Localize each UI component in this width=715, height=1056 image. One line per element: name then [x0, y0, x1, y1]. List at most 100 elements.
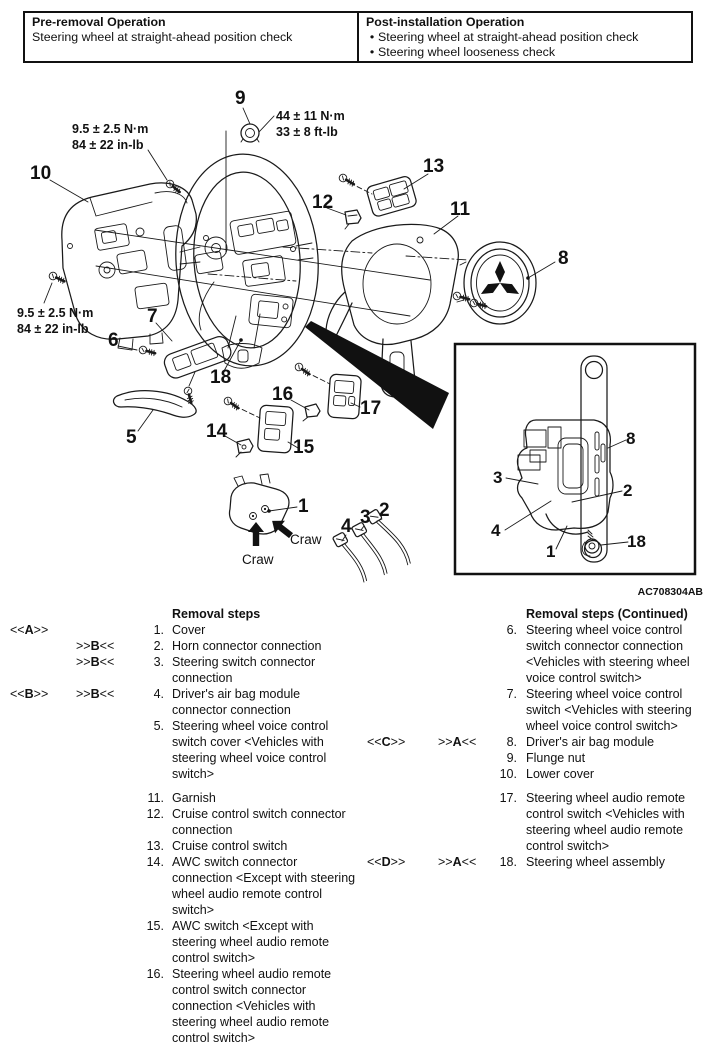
torque-label-0: 84 ± 22 in-lb	[72, 138, 144, 152]
craw-label-0: Craw	[242, 552, 274, 567]
craw-label-1: Craw	[290, 532, 322, 547]
step-item-14: 14.AWC switch connector connection <Exce…	[146, 855, 356, 917]
step-item-13: 13.Cruise control switch	[146, 839, 288, 853]
screw-icon	[46, 269, 68, 287]
inset-label-8: 8	[626, 429, 635, 448]
screws	[46, 171, 489, 413]
list-item: •Steering wheel at straight-ahead positi…	[366, 30, 684, 45]
removal-steps-right-column: Removal steps (Continued)6.Steering whee…	[365, 606, 715, 870]
cover-part	[228, 473, 294, 546]
part-label-11: 11	[450, 199, 471, 220]
part-label-14: 14	[206, 421, 228, 442]
screw-icon	[182, 385, 197, 406]
step-item-8: <<C>>>>A<<8.Driver's air bag module	[367, 735, 655, 749]
post-installation-cell: Post-installation Operation •Steering wh…	[359, 13, 691, 61]
step-item-3: >>B<<3.Steering switch connector connect…	[76, 655, 316, 685]
part-label-13: 13	[423, 156, 444, 177]
part-label-16: 16	[272, 384, 293, 405]
list-item: •Steering wheel looseness check	[366, 45, 684, 60]
step-item-15: 15.AWC switch <Except with steering whee…	[146, 919, 330, 965]
inset-label-18: 18	[627, 532, 646, 551]
voice-switch-cover	[112, 390, 197, 418]
inset-clip	[581, 538, 600, 557]
awc-connector-clip	[235, 438, 254, 458]
part-label-3: 3	[360, 507, 371, 528]
screw-icon	[292, 360, 313, 379]
part-label-18: 18	[210, 367, 231, 388]
part-label-4: 4	[341, 516, 352, 537]
axis-centerlines	[207, 130, 469, 282]
inset-label-4: 4	[491, 521, 501, 540]
figure-code: AC708304AB	[637, 586, 703, 598]
cruise-switch-connector-clip	[344, 209, 362, 230]
torque-label-1: 44 ± 11 N·m	[276, 109, 345, 123]
step-item-4: <<B>>>>B<<4.Driver's air bag module conn…	[10, 687, 301, 717]
inset-module	[516, 419, 614, 541]
part-label-7: 7	[147, 306, 158, 327]
step-item-18: <<D>>>>A<<18.Steering wheel assembly	[367, 855, 665, 869]
screw-icon	[336, 171, 358, 189]
inset-label-3: 3	[493, 468, 502, 487]
part-label-12: 12	[312, 192, 333, 213]
step-item-1: <<A>>1.Cover	[10, 623, 206, 637]
torque-label-0: 9.5 ± 2.5 N·m	[72, 122, 148, 136]
part-label-17: 17	[360, 398, 381, 419]
craw-arrow-icon	[248, 522, 264, 546]
audio-remote-switch	[305, 371, 362, 420]
step-item-5: 5.Steering wheel voice control switch co…	[153, 719, 329, 781]
steps-header: Removal steps	[172, 607, 261, 621]
leader-dots	[239, 276, 530, 513]
step-item-10: 10.Lower cover	[499, 767, 595, 781]
inset-label-1: 1	[546, 542, 555, 561]
bullet-icon: •	[369, 30, 375, 45]
step-item-12: 12.Cruise control switch connector conne…	[146, 807, 346, 837]
step-item-6: 6.Steering wheel voice control switch co…	[506, 623, 690, 685]
inset-shaft	[580, 355, 608, 563]
audio-connector-clip	[302, 403, 321, 422]
step-item-11: 11.Garnish	[147, 791, 216, 805]
removal-steps-left-column: Removal steps <<A>>1.Cover >>B<<2.Horn con…	[8, 606, 357, 1046]
torque-label-2: 9.5 ± 2.5 N·m	[17, 306, 93, 320]
step-item-7: 7.Steering wheel voice control switch <V…	[506, 687, 692, 733]
magnify-arrow	[305, 321, 449, 429]
part-label-8: 8	[558, 248, 569, 269]
part-label-9: 9	[235, 88, 246, 109]
part-label-15: 15	[293, 437, 315, 458]
part-label-10: 10	[30, 163, 51, 184]
bullet-icon: •	[369, 45, 375, 60]
operation-table: Pre-removal Operation Steering wheel at …	[23, 11, 693, 63]
part-label-1: 1	[298, 496, 309, 517]
screw-icon	[221, 394, 242, 413]
craw-arrow-icon	[272, 520, 294, 539]
part-label-2: 2	[379, 500, 390, 521]
steering-wheel	[175, 153, 319, 369]
step-item-16: 16.Steering wheel audio remote control s…	[146, 967, 332, 1045]
step-item-9: 9.Flunge nut	[506, 751, 586, 765]
post-installation-title: Post-installation Operation	[366, 15, 525, 29]
flange-nut	[240, 123, 260, 143]
step-item-2: >>B<<2.Horn connector connection	[76, 639, 322, 653]
pre-removal-title: Pre-removal Operation	[32, 15, 166, 29]
steering-column-tube	[94, 229, 431, 317]
voice-control-switch	[163, 336, 232, 387]
cruise-control-switch	[349, 176, 417, 217]
awc-switch	[234, 404, 294, 454]
inset-label-2: 2	[623, 481, 632, 500]
pre-removal-item: Steering wheel at straight-ahead positio…	[32, 30, 293, 45]
lower-cover	[61, 182, 198, 351]
torque-label-2: 84 ± 22 in-lb	[17, 322, 89, 336]
airbag-module	[456, 241, 537, 325]
leader-lines	[43, 107, 629, 550]
post-installation-list: •Steering wheel at straight-ahead positi…	[366, 30, 684, 60]
mitsubishi-logo-icon	[480, 261, 520, 294]
part-label-5: 5	[126, 427, 137, 448]
pre-removal-cell: Pre-removal Operation Steering wheel at …	[25, 13, 359, 61]
torque-label-1: 33 ± 8 ft-lb	[276, 125, 338, 139]
step-item-17: 17.Steering wheel audio remote control s…	[499, 791, 686, 853]
screw-icon	[137, 344, 158, 359]
wheel-hub	[194, 210, 297, 331]
inset-detail-box	[453, 342, 697, 576]
